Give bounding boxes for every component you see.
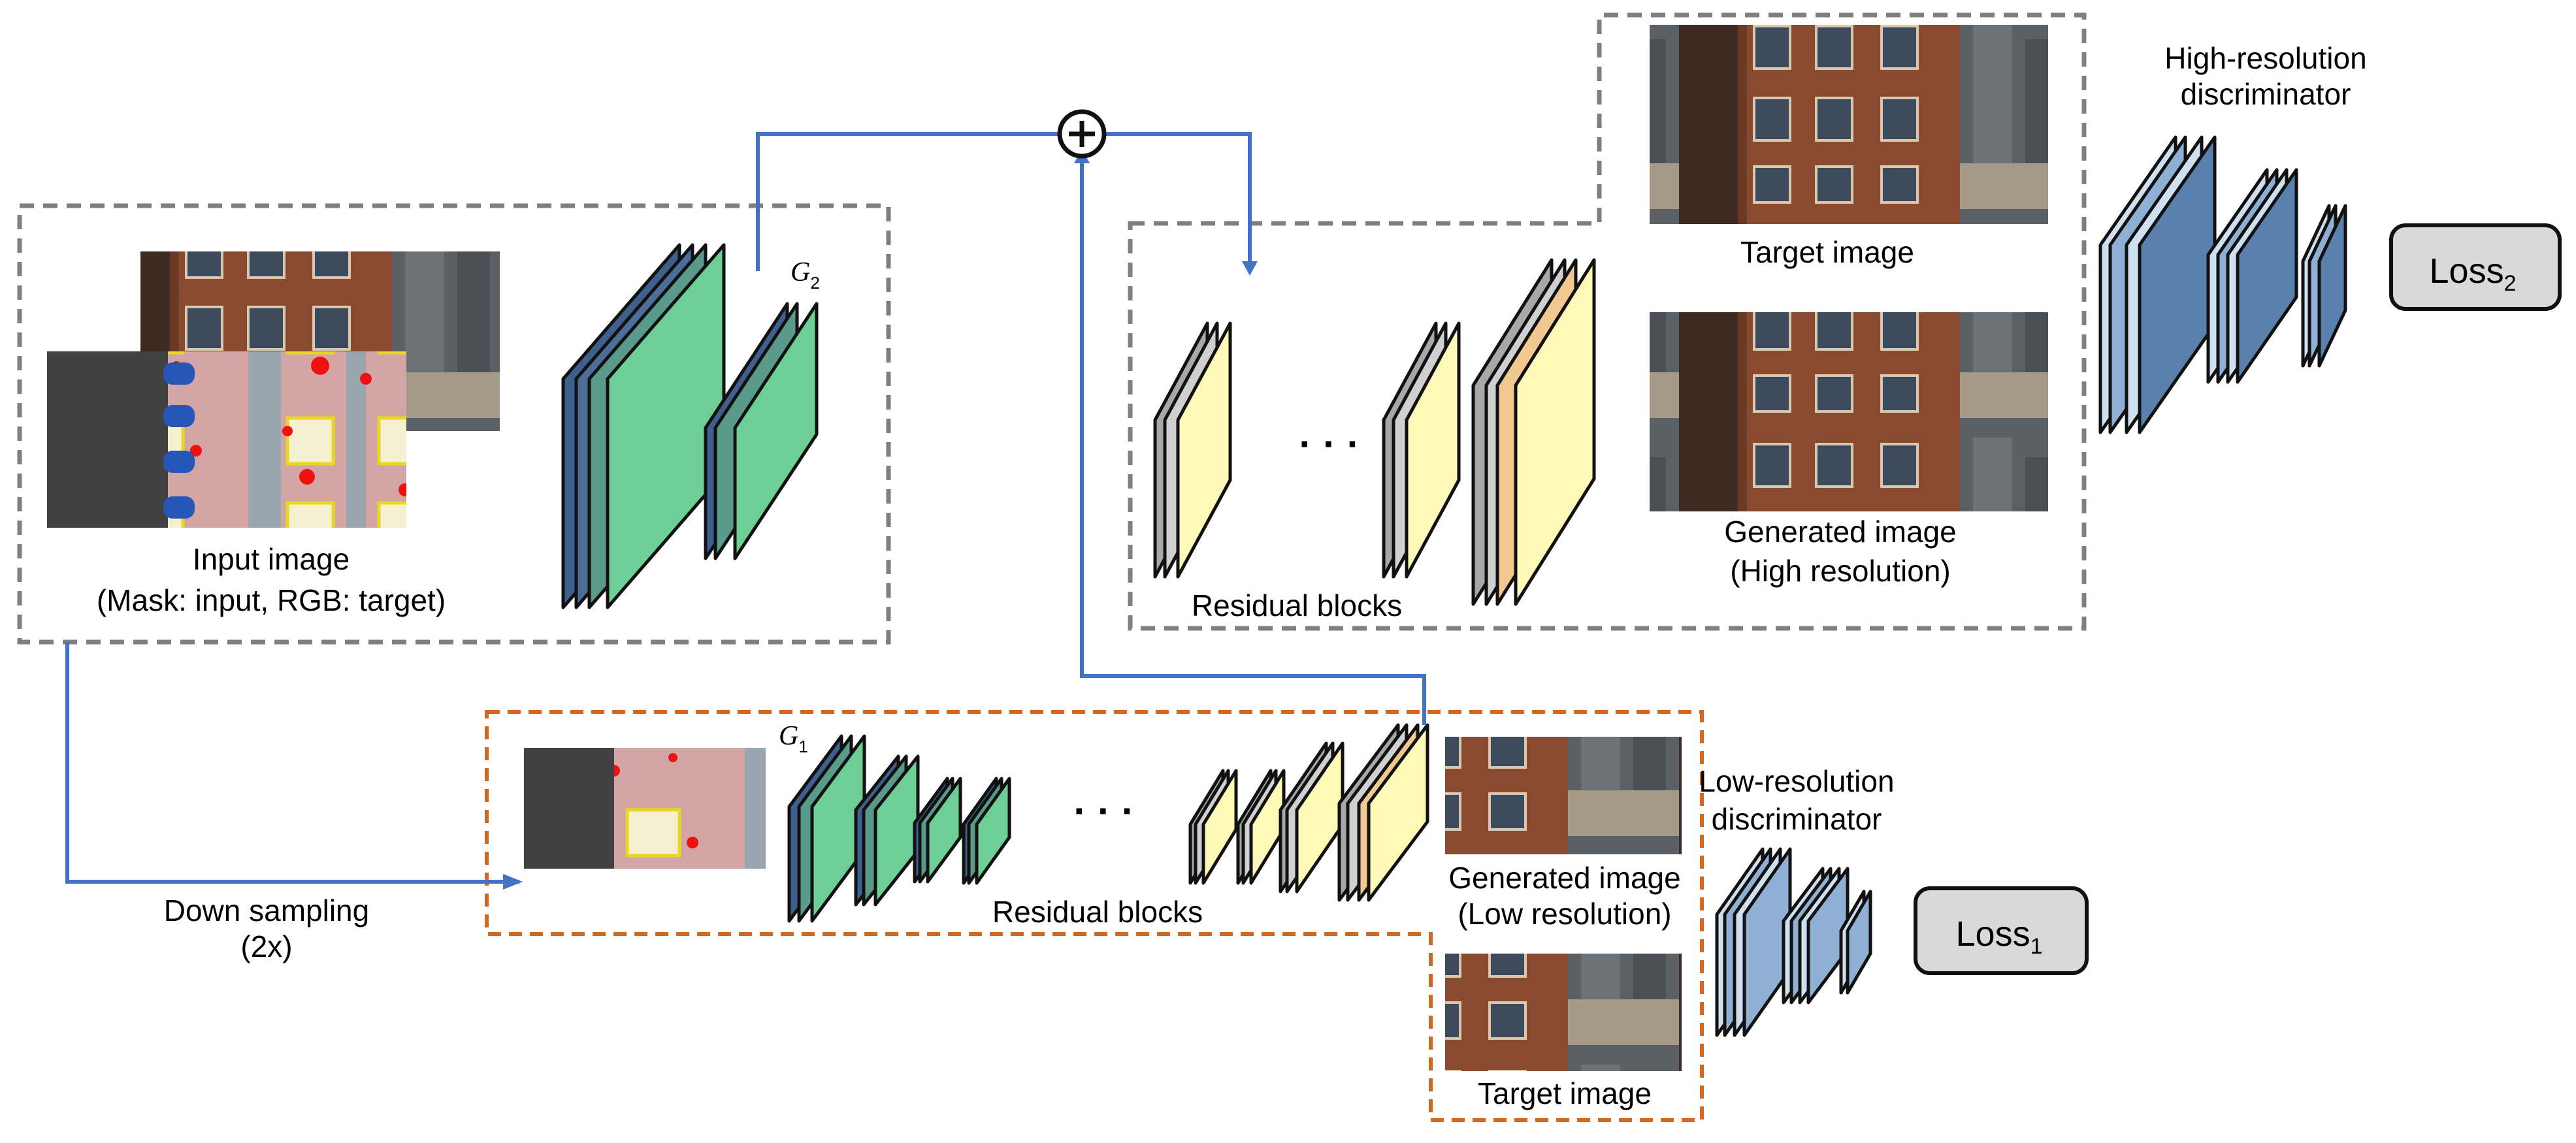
target-image-low bbox=[1445, 954, 1682, 1071]
connectors bbox=[65, 132, 1426, 884]
g1-encoder bbox=[787, 734, 1011, 923]
sum-to-residual-arrow bbox=[1102, 132, 1252, 266]
loss1-label: Loss1 bbox=[1956, 914, 2043, 959]
input-image-sublabel: (Mask: input, RGB: target) bbox=[97, 583, 446, 617]
g2-residual-blocks-label: Residual blocks bbox=[1192, 588, 1402, 622]
hr-discriminator-block-2 bbox=[2206, 168, 2298, 384]
hr-discriminator-sublabel: discriminator bbox=[2181, 77, 2351, 111]
target-image-low-label: Target image bbox=[1478, 1076, 1652, 1110]
input-image: Input image (Mask: input, RGB: target) bbox=[47, 251, 500, 617]
hr-discriminator-block-3 bbox=[2301, 204, 2347, 368]
generated-image-low-label: Generated image bbox=[1448, 861, 1680, 895]
g2-input-dashed-box bbox=[17, 203, 891, 645]
generated-image-high bbox=[1650, 312, 2048, 511]
g1-label-sub: 1 bbox=[798, 737, 807, 756]
g1-ellipsis: · · · bbox=[1073, 789, 1134, 833]
loss1-sub: 1 bbox=[2030, 934, 2043, 959]
hr-discriminator-block-1 bbox=[2098, 135, 2217, 434]
lr-discriminator-block-2 bbox=[1782, 867, 1850, 1005]
g1-residual-block-2 bbox=[1236, 769, 1286, 885]
sum-operator bbox=[1057, 109, 1107, 159]
g2-label-main: G bbox=[791, 257, 810, 287]
g1-to-sum-arrow bbox=[1080, 160, 1426, 725]
g2-ellipsis: · · · bbox=[1299, 422, 1360, 466]
g2-generator-dashed-box bbox=[1128, 12, 2087, 631]
loss1-main: Loss bbox=[1956, 914, 2030, 954]
hr-discriminator-label: High-resolution bbox=[2164, 41, 2366, 75]
loss1-box: Loss1 bbox=[1914, 886, 2089, 975]
g1-encoder-block-3 bbox=[913, 777, 962, 884]
lr-discriminator-block-3 bbox=[1839, 890, 1872, 995]
lr-discriminator bbox=[1715, 847, 1872, 1037]
generated-image-high-sublabel: (High resolution) bbox=[1730, 554, 1950, 588]
g1-residual-block-1 bbox=[1188, 769, 1238, 885]
input-mask-image bbox=[47, 351, 406, 528]
g1-label: G1 bbox=[779, 721, 808, 756]
g1-label-main: G bbox=[779, 721, 798, 751]
g1-encoder-block-1 bbox=[787, 734, 866, 923]
loss2-label: Loss2 bbox=[2430, 251, 2517, 296]
lr-discriminator-sublabel: discriminator bbox=[1712, 802, 1882, 836]
input-image-label: Input image bbox=[193, 542, 350, 576]
downsampled-input-image bbox=[524, 748, 766, 869]
g2-encoder-block-small bbox=[704, 302, 819, 560]
g2-residual-blocks bbox=[1153, 258, 1596, 606]
g2-encoder-block-large bbox=[561, 243, 726, 609]
g2-label: G2 bbox=[791, 257, 820, 293]
hr-discriminator bbox=[2098, 135, 2347, 434]
g2-residual-block-1 bbox=[1153, 321, 1232, 579]
g1-residual-blocks-label: Residual blocks bbox=[992, 895, 1203, 929]
lr-discriminator-label: Low-resolution bbox=[1699, 764, 1894, 798]
target-image-high-label: Target image bbox=[1740, 235, 1914, 269]
g2-residual-block-3 bbox=[1471, 258, 1596, 606]
g2-residual-block-2 bbox=[1382, 321, 1461, 579]
g1-residual-blocks bbox=[1188, 723, 1429, 902]
lr-discriminator-block-1 bbox=[1715, 847, 1792, 1037]
loss2-main: Loss bbox=[2430, 251, 2504, 291]
generated-image-low-sublabel: (Low resolution) bbox=[1458, 897, 1671, 931]
g1-residual-block-3 bbox=[1279, 741, 1345, 893]
downsample-arrow bbox=[65, 642, 519, 884]
g1-generator-dashed-box bbox=[485, 710, 1704, 1122]
generated-image-high-label: Generated image bbox=[1724, 515, 1956, 549]
loss2-sub: 2 bbox=[2504, 271, 2517, 296]
g1-encoder-block-4 bbox=[962, 777, 1011, 885]
g2-to-sum-line bbox=[756, 132, 1062, 271]
g2-encoder: G2 bbox=[561, 243, 820, 609]
target-image-high bbox=[1650, 25, 2048, 224]
g1-residual-block-4 bbox=[1337, 723, 1429, 902]
down-sampling-label: Down sampling bbox=[164, 893, 369, 927]
down-sampling-sublabel: (2x) bbox=[240, 929, 292, 963]
loss2-box: Loss2 bbox=[2389, 223, 2562, 311]
g1-encoder-block-2 bbox=[854, 754, 920, 907]
g2-label-sub: 2 bbox=[810, 273, 819, 293]
generated-image-low bbox=[1445, 737, 1682, 854]
